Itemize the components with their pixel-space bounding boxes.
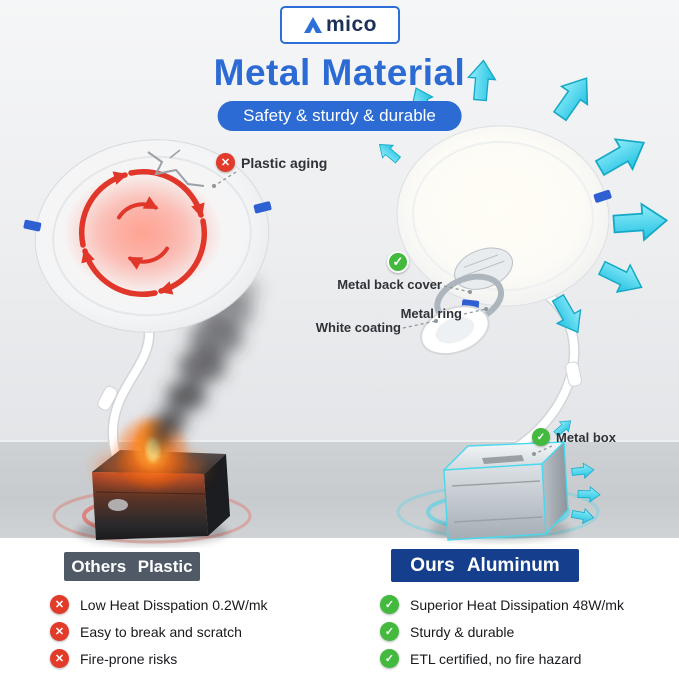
pro-label: Superior Heat Dissipation 48W/mk	[410, 596, 624, 613]
page-title: Metal Material	[213, 52, 466, 93]
check-icon: ✓	[532, 428, 550, 446]
list-item: ✕ Fire-prone risks	[50, 649, 268, 668]
page-subtitle: Safety & sturdy & durable	[217, 101, 462, 131]
list-item: ✕ Easy to break and scratch	[50, 622, 268, 641]
con-label: Easy to break and scratch	[80, 623, 242, 640]
brand-logo: mico	[280, 6, 400, 44]
check-icon: ✓	[380, 649, 399, 668]
brand-wordmark: mico	[325, 13, 377, 36]
others-plastic-bar: Others Plastic	[64, 552, 200, 581]
con-label: Fire-prone risks	[80, 650, 178, 667]
check-icon: ✓	[380, 595, 399, 614]
plastic-cons-list: ✕ Low Heat Disspation 0.2W/mk ✕ Easy to …	[50, 595, 268, 668]
list-item: ✓ Superior Heat Dissipation 48W/mk	[380, 595, 624, 614]
metal-box-callout: ✓ Metal box	[532, 428, 616, 446]
metal-back-cover-label: Metal back cover	[337, 277, 442, 292]
amico-logo-triangle-icon	[303, 17, 322, 33]
list-item: ✓ ETL certified, no fire hazard	[380, 649, 624, 668]
con-label: Low Heat Disspation 0.2W/mk	[80, 596, 268, 613]
aluminum-pros-list: ✓ Superior Heat Dissipation 48W/mk ✓ Stu…	[380, 595, 624, 668]
ours-aluminum-bar: Ours Aluminum	[391, 549, 579, 582]
metal-box-label: Metal box	[556, 429, 616, 445]
pro-label: Sturdy & durable	[410, 623, 515, 640]
x-icon: ✕	[216, 153, 235, 172]
check-icon: ✓	[380, 622, 399, 641]
background-floor	[0, 440, 679, 538]
plastic-aging-callout: ✕ Plastic aging	[216, 153, 327, 172]
white-coating-label: White coating	[315, 320, 401, 335]
check-icon: ✓	[387, 251, 409, 273]
plastic-aging-label: Plastic aging	[241, 154, 328, 171]
metal-ring-label: Metal ring	[400, 306, 462, 321]
x-icon: ✕	[50, 649, 69, 668]
x-icon: ✕	[50, 595, 69, 614]
x-icon: ✕	[50, 622, 69, 641]
list-item: ✓ Sturdy & durable	[380, 622, 624, 641]
list-item: ✕ Low Heat Disspation 0.2W/mk	[50, 595, 268, 614]
pro-label: ETL certified, no fire hazard	[410, 650, 582, 667]
